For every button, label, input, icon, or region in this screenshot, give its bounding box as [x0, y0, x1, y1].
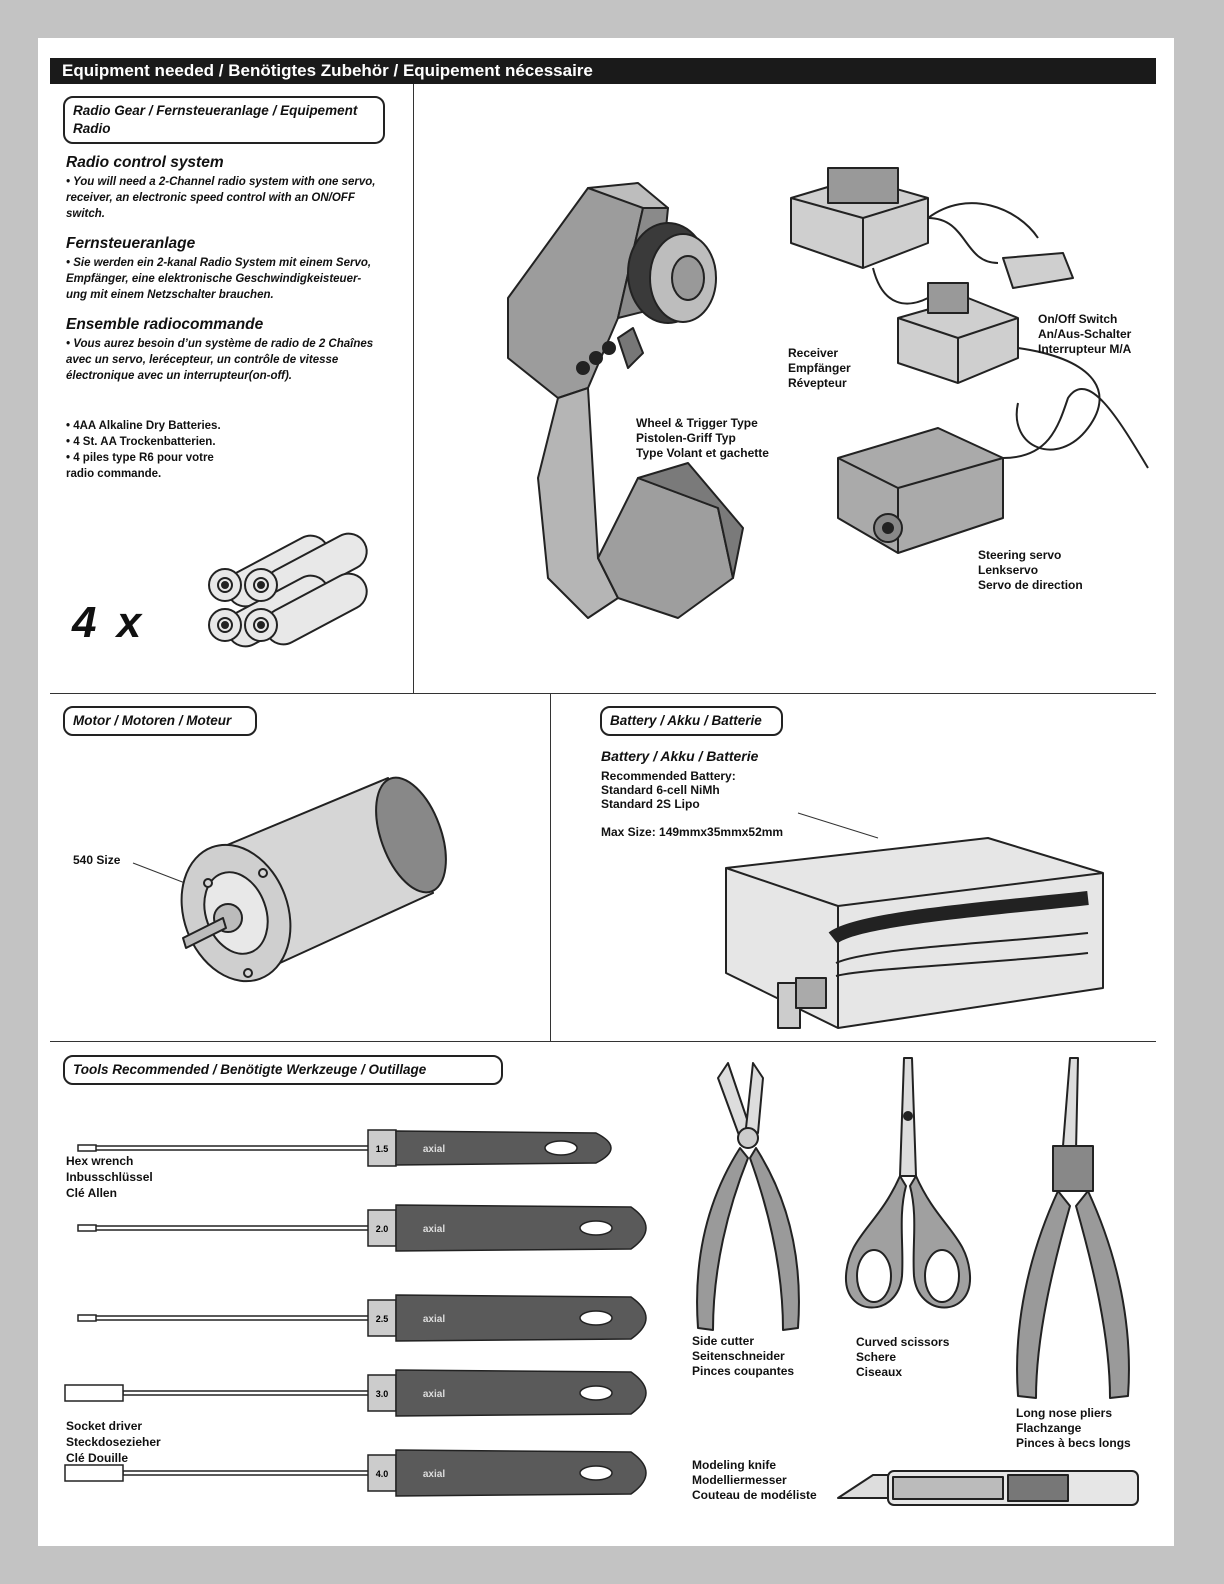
driver-size-label: 2.0 [376, 1224, 389, 1234]
side-cutter-illustration [696, 1062, 800, 1331]
motor-pill: Motor / Motoren / Moteur [63, 706, 257, 736]
long-nose-pliers-illustration [1016, 1057, 1130, 1399]
tools-pill: Tools Recommended / Benötigte Werkzeuge … [63, 1055, 503, 1085]
brand-logo: axial [423, 1314, 445, 1325]
radio-de-heading: Fernsteueranlage [66, 235, 196, 252]
radio-fr-heading: Ensemble radiocommande [66, 316, 264, 333]
driver-size-label: 1.5 [376, 1144, 389, 1154]
brand-logo: axial [423, 1224, 445, 1235]
divider-motor-battery [550, 693, 551, 1041]
transmitter-label: Wheel & Trigger Type Pistolen-Griff Typ … [636, 416, 769, 460]
brand-logo: axial [423, 1144, 445, 1155]
receiver-label: Receiver Empfänger Révepteur [788, 346, 851, 390]
divider-top [50, 693, 1156, 694]
scissors-illustration [844, 1057, 972, 1309]
radio-de-text: • Sie werden ein 2-kanal Radio System mi… [66, 257, 372, 301]
screwdriver-4.0: 4.0 axial [64, 1449, 647, 1497]
scissors-label: Curved scissors Schere Ciseaux [856, 1335, 950, 1379]
battery-text: Recommended Battery: Standard 6-cell NiM… [601, 769, 736, 811]
driver-size-label: 3.0 [376, 1389, 389, 1399]
batteries-text: • 4AA Alkaline Dry Batteries. • 4 St. AA… [66, 420, 221, 480]
knife-label: Modeling knife Modelliermesser Couteau d… [692, 1458, 817, 1502]
radio-electronics-illustration [790, 167, 1149, 554]
side-cutter-label: Side cutter Seitenschneider Pinces coupa… [692, 1334, 795, 1378]
radio-fr-text: • Vous aurez besoin d’un système de radi… [66, 338, 374, 382]
switch-label: On/Off Switch An/Aus-Schalter Interrupte… [1038, 312, 1132, 356]
driver-set-illustration: 1.5 axial 2.0 axial 2.5 axial 3.0 axial 4.0 axial [64, 1129, 647, 1497]
driver-size-label: 2.5 [376, 1314, 389, 1324]
screwdriver-3.0: 3.0 axial [64, 1369, 647, 1417]
radio-en-heading: Radio control system [66, 154, 224, 171]
divider-radio [413, 84, 414, 694]
motor-size-label: 540 Size [73, 853, 121, 867]
socket-driver-label: Socket driver Steckdosezieher Clé Douill… [66, 1419, 161, 1465]
hex-wrench-label: Hex wrench Inbusschlüssel Clé Allen [66, 1154, 153, 1200]
screwdriver-2.5: 2.5 axial [77, 1294, 647, 1342]
brand-logo: axial [423, 1389, 445, 1400]
servo-label: Steering servo Lenkservo Servo de direct… [978, 548, 1083, 592]
motor-illustration [132, 776, 447, 983]
battery-count: 4 x [72, 598, 146, 647]
aa-batteries-illustration [208, 532, 368, 648]
modeling-knife-illustration [837, 1470, 1139, 1506]
battery-pack-illustration [725, 812, 1104, 1029]
radio-en-text: • You will need a 2-Channel radio system… [66, 176, 376, 220]
battery-pill: Battery / Akku / Batterie [600, 706, 783, 736]
battery-heading: Battery / Akku / Batterie [601, 748, 759, 764]
radio-gear-pill: Radio Gear / Fernsteueranlage / Equipeme… [63, 96, 385, 144]
screwdriver-1.5: 1.5 axial [77, 1129, 612, 1167]
transmitter-illustration [507, 182, 744, 619]
battery-max-size: Max Size: 149mmx35mmx52mm [601, 825, 784, 839]
page-title: Equipment needed / Benötigtes Zubehör / … [50, 58, 1156, 84]
driver-size-label: 4.0 [376, 1469, 389, 1479]
pliers-label: Long nose pliers Flachzange Pinces à bec… [1016, 1406, 1131, 1450]
brand-logo: axial [423, 1469, 445, 1480]
divider-middle [50, 1041, 1156, 1042]
screwdriver-2.0: 2.0 axial [77, 1204, 647, 1252]
page: Equipment needed / Benötigtes Zubehör / … [38, 38, 1174, 1546]
